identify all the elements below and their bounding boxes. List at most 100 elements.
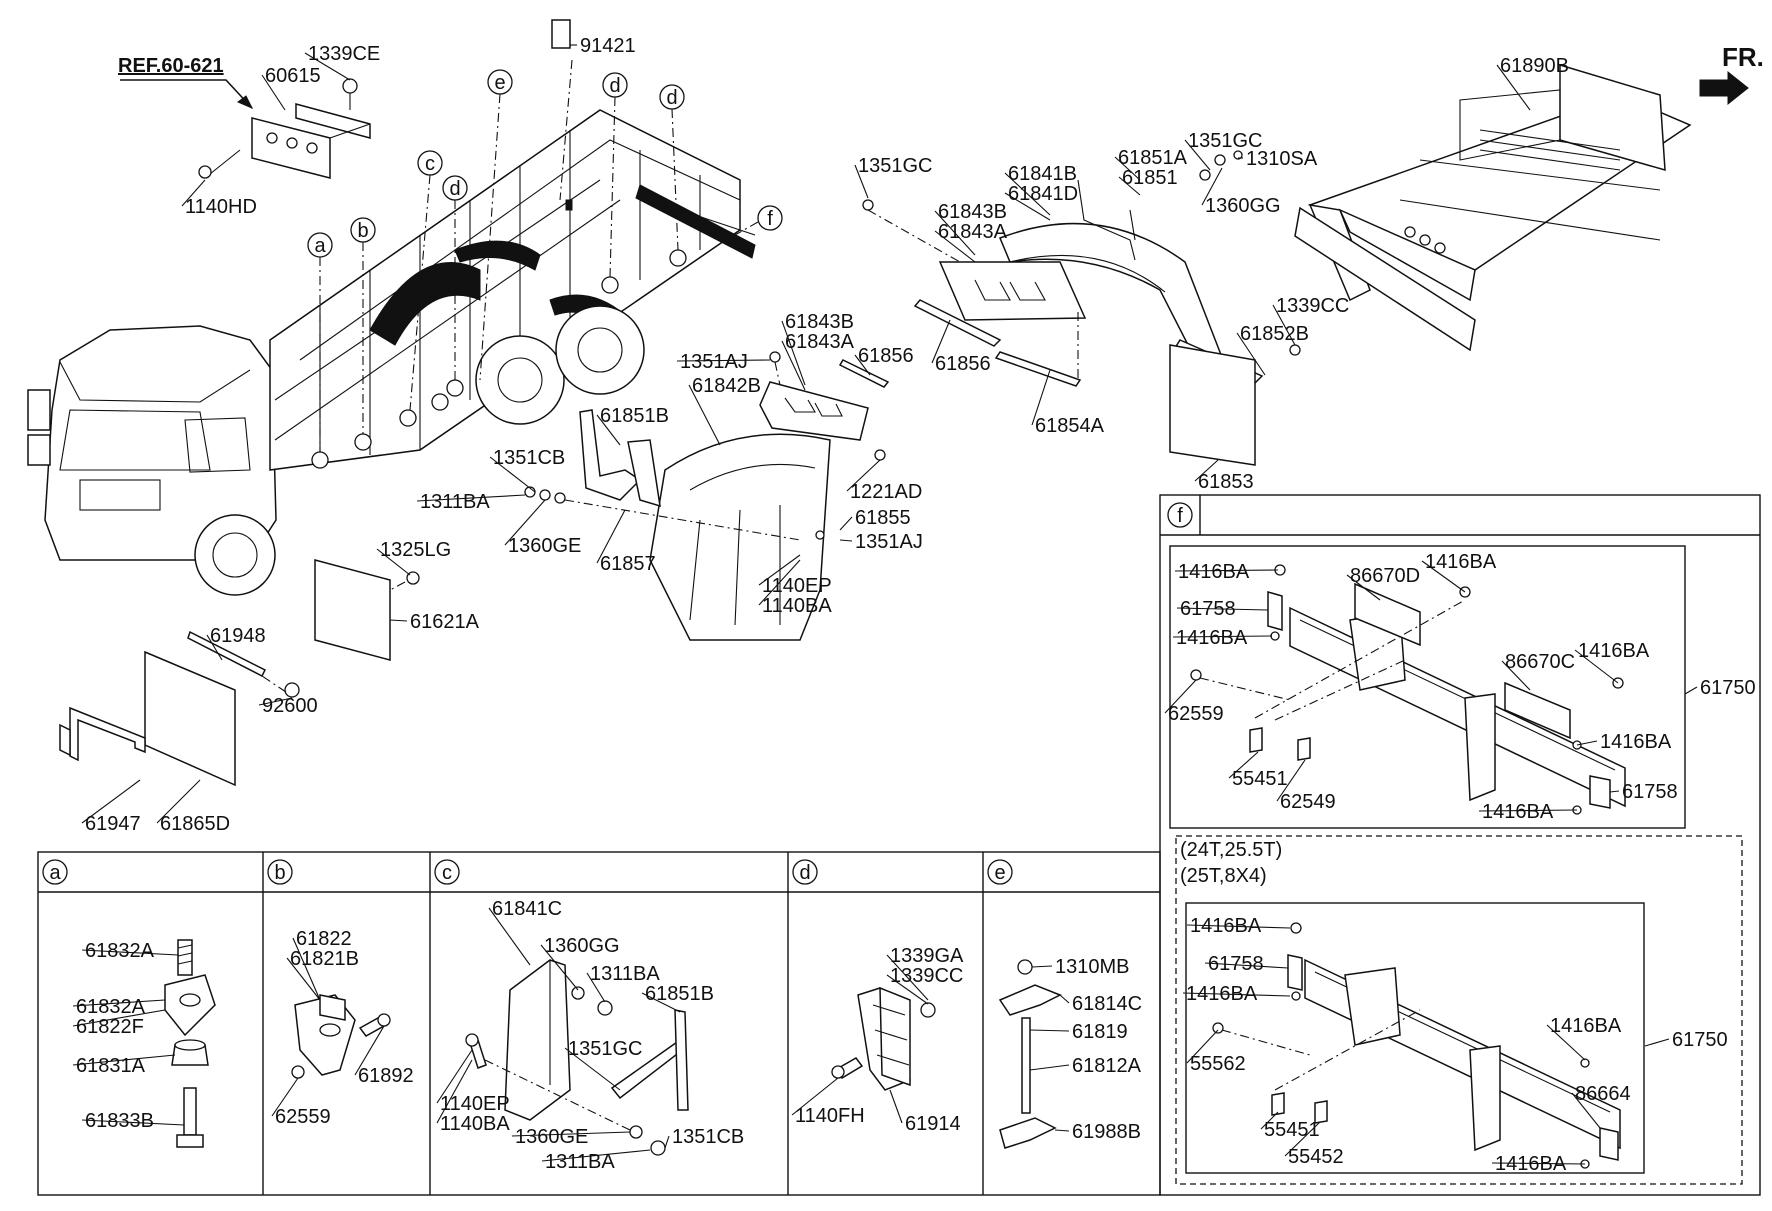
part-label-1339ce: 1339CE bbox=[308, 43, 380, 65]
part-label-1140ep: 1140EP bbox=[762, 575, 832, 597]
part-label-1351gc: 1351GC bbox=[1188, 130, 1263, 152]
panel-f-variant-label-61758-leader bbox=[1204, 962, 1289, 969]
detail-e-label-1310mb-leader bbox=[1031, 965, 1053, 968]
detail-e-label-61988b-leader bbox=[1054, 1129, 1070, 1132]
detail-b-label-61821b-leader bbox=[286, 957, 321, 1001]
detail-d-label-61914-leader bbox=[889, 1089, 903, 1124]
part-label-61856-leader bbox=[931, 319, 951, 364]
svg-text:b: b bbox=[357, 220, 368, 242]
part-label-91421: 91421 bbox=[580, 35, 636, 57]
detail-c-label-1360ge: 1360GE bbox=[515, 1126, 588, 1148]
part-label-61948-leader bbox=[206, 634, 223, 661]
part-label-1351cb: 1351CB bbox=[493, 447, 565, 469]
panel-f-label-55451-leader bbox=[1228, 751, 1259, 779]
detail-d-label-1339ga-leader bbox=[886, 954, 929, 1001]
panel-f-label-86670d-leader bbox=[1346, 574, 1381, 601]
part-label-61947: 61947 bbox=[85, 813, 141, 835]
detail-c-label-1140ep: 1140EP bbox=[440, 1093, 510, 1115]
panel-f-label-62559-leader bbox=[1164, 679, 1197, 714]
panel-f-label-61750: 61750 bbox=[1700, 677, 1756, 699]
panel-f-variant-label-1416ba-leader bbox=[1546, 1024, 1586, 1061]
detail-e-label-61812a-leader bbox=[1029, 1064, 1070, 1071]
part-label-60615: 60615 bbox=[265, 65, 321, 87]
detail-b-label-61822: 61822 bbox=[296, 928, 352, 950]
part-label-1351aj: 1351AJ bbox=[855, 531, 923, 553]
detail-c-label-1311ba: 1311BA bbox=[545, 1151, 615, 1173]
part-label-1360ge-leader bbox=[504, 499, 546, 546]
detail-e-label-61812a: 61812A bbox=[1072, 1055, 1142, 1077]
detail-d-label-61914: 61914 bbox=[905, 1113, 961, 1135]
part-label-61851a: 61851A bbox=[1118, 147, 1188, 169]
svg-text:e: e bbox=[994, 862, 1005, 884]
panel-f-label-62549: 62549 bbox=[1280, 791, 1336, 813]
part-label-61853: 61853 bbox=[1198, 471, 1254, 493]
detail-a-label-61832a-leader bbox=[72, 999, 166, 1007]
front-direction-label: FR. bbox=[1722, 42, 1764, 72]
svg-text:d: d bbox=[449, 178, 460, 200]
part-label-1325lg: 1325LG bbox=[380, 539, 451, 561]
part-label-60615-leader bbox=[261, 74, 286, 111]
detail-a-label-61831a-leader bbox=[72, 1054, 176, 1066]
detail-c-label-1311ba-leader bbox=[541, 1149, 651, 1162]
panel-f-label-1416ba-leader bbox=[1576, 740, 1598, 746]
panel-f-variant-label-55452-leader bbox=[1284, 1121, 1321, 1157]
detail-b-label-62559-leader bbox=[271, 1077, 299, 1117]
detail-d-label-1339cc: 1339CC bbox=[890, 965, 963, 987]
detail-b-label-61821b: 61821B bbox=[290, 948, 359, 970]
detail-c-label-1311ba: 1311BA bbox=[590, 963, 660, 985]
part-label-92600: 92600 bbox=[262, 695, 318, 717]
detail-c-label-61851b-leader bbox=[641, 992, 681, 1013]
part-label-61843a-leader bbox=[934, 230, 976, 263]
detail-c-label-1351cb-leader bbox=[664, 1135, 670, 1149]
detail-a-label-61822f-leader bbox=[72, 1009, 166, 1027]
part-label-61865d-leader bbox=[156, 779, 201, 824]
part-label-61842b: 61842B bbox=[692, 375, 761, 397]
part-label-61843b: 61843B bbox=[938, 201, 1007, 223]
part-label-61843b-leader bbox=[781, 320, 806, 386]
panel-f-label-61758-leader bbox=[1176, 607, 1269, 611]
part-label-1360ge: 1360GE bbox=[508, 535, 581, 557]
panel-f-variant-label-55451-leader bbox=[1260, 1111, 1279, 1130]
part-label-1339ce-leader bbox=[304, 52, 351, 81]
part-label-61948: 61948 bbox=[210, 625, 266, 647]
panel-f-variant-label-61750-leader bbox=[1644, 1038, 1670, 1047]
detail-c-label-61841c: 61841C bbox=[492, 898, 562, 920]
panel-f-label-61758-leader bbox=[1609, 790, 1620, 793]
part-label-1221ad-leader bbox=[846, 459, 881, 492]
detail-c-label-61841c-leader bbox=[488, 907, 531, 966]
detail-c-label-1140ba: 1140BA bbox=[440, 1113, 510, 1135]
svg-text:d: d bbox=[609, 75, 620, 97]
detail-a-label-61833b: 61833B bbox=[85, 1110, 154, 1132]
ref-label: REF.60-621 bbox=[118, 55, 224, 77]
detail-a-label-61832a: 61832A bbox=[76, 996, 146, 1018]
panel-f-label-55451: 55451 bbox=[1232, 768, 1288, 790]
part-label-61851b-leader bbox=[596, 414, 621, 446]
part-label-92600-leader bbox=[258, 697, 293, 706]
detail-d-label-1140fh-leader bbox=[791, 1077, 839, 1116]
svg-text:f: f bbox=[767, 208, 773, 230]
detail-e-label-61988b: 61988B bbox=[1072, 1121, 1141, 1143]
panel-f-label-1416ba-leader bbox=[1574, 649, 1619, 684]
callout-d-1: d bbox=[442, 175, 468, 380]
detail-c-label-1360gg: 1360GG bbox=[544, 935, 620, 957]
part-label-1310sa: 1310SA bbox=[1246, 148, 1318, 170]
part-label-61857: 61857 bbox=[600, 553, 656, 575]
panel-f-label-61758: 61758 bbox=[1622, 781, 1678, 803]
part-label-1311ba-leader bbox=[416, 494, 526, 502]
truck-callouts: a b c d e d d f bbox=[307, 69, 783, 452]
detail-panel-a: a bbox=[42, 859, 216, 1148]
part-label-1351cb-leader bbox=[489, 456, 536, 493]
variant-note-1: (24T,25.5T) bbox=[1180, 839, 1282, 861]
panel-f-label-1416ba: 1416BA bbox=[1600, 731, 1672, 753]
part-label-61856-leader bbox=[854, 354, 871, 376]
detail-a-label-61832a: 61832A bbox=[85, 940, 155, 962]
svg-text:c: c bbox=[442, 862, 452, 884]
detail-c-label-1360gg-leader bbox=[540, 944, 579, 991]
panel-f-label-1416ba-leader bbox=[1478, 809, 1578, 812]
panel-f-variant-label-1416ba: 1416BA bbox=[1550, 1015, 1622, 1037]
part-label-1140ep-leader bbox=[758, 554, 801, 586]
part-label-61851-leader bbox=[1118, 176, 1141, 196]
